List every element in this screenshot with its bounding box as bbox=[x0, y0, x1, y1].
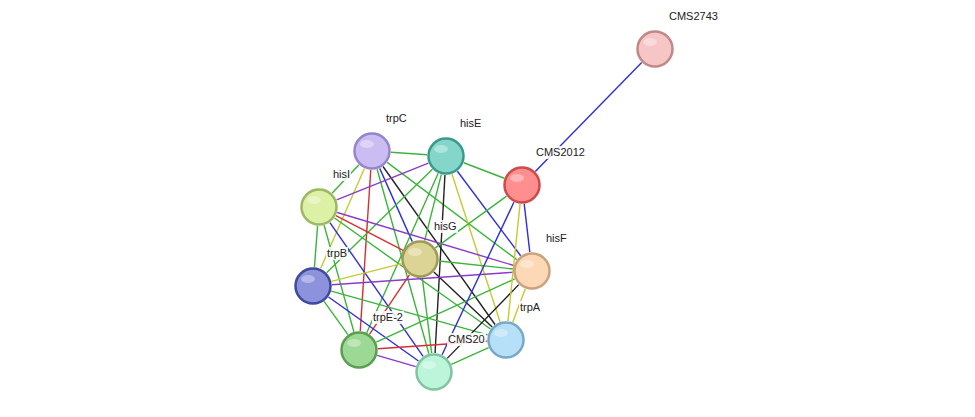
node-circle bbox=[513, 252, 551, 290]
node-label: hisI bbox=[332, 168, 351, 181]
node-label: hisG bbox=[433, 220, 458, 233]
protein-node: trpA bbox=[487, 321, 525, 359]
node-circle bbox=[401, 240, 439, 278]
node-highlight bbox=[307, 196, 321, 204]
node-disc bbox=[342, 333, 377, 368]
protein-node: trpB bbox=[294, 267, 332, 305]
interaction-line bbox=[464, 163, 504, 178]
interaction-line bbox=[330, 223, 423, 357]
node-label: CMS2012 bbox=[535, 146, 586, 159]
interaction-line bbox=[377, 355, 416, 366]
node-highlight bbox=[360, 140, 374, 148]
interaction-line bbox=[439, 261, 513, 269]
node-disc bbox=[296, 269, 331, 304]
node-label: trpE-2 bbox=[372, 311, 404, 324]
interaction-line bbox=[524, 204, 530, 252]
interaction-line bbox=[370, 275, 410, 334]
node-highlight bbox=[520, 260, 534, 268]
node-label: trpA bbox=[519, 301, 541, 314]
protein-node: hisG bbox=[401, 240, 439, 278]
interaction-line bbox=[391, 152, 427, 154]
protein-node: hisE bbox=[427, 137, 465, 175]
node-circle bbox=[427, 137, 465, 175]
interaction-line bbox=[367, 173, 438, 332]
node-disc bbox=[638, 32, 673, 67]
node-highlight bbox=[347, 339, 361, 347]
node-disc bbox=[417, 355, 452, 390]
protein-node: hisF bbox=[513, 252, 551, 290]
node-highlight bbox=[494, 329, 508, 337]
node-circle bbox=[636, 30, 674, 68]
protein-node: trpE-2 bbox=[340, 331, 378, 369]
interaction-line bbox=[331, 264, 401, 282]
node-disc bbox=[302, 190, 337, 225]
node-circle bbox=[503, 166, 541, 204]
node-highlight bbox=[643, 38, 657, 46]
node-highlight bbox=[408, 248, 422, 256]
node-label: hisE bbox=[459, 117, 482, 130]
node-circle bbox=[487, 321, 525, 359]
node-circle bbox=[294, 267, 332, 305]
node-disc bbox=[489, 323, 524, 358]
node-highlight bbox=[434, 145, 448, 153]
protein-node: trpC bbox=[353, 132, 391, 170]
node-circle bbox=[415, 353, 453, 391]
interaction-line bbox=[434, 272, 492, 327]
node-disc bbox=[403, 242, 438, 277]
node-label: hisF bbox=[545, 232, 568, 245]
protein-node: CMS2012 bbox=[503, 166, 541, 204]
interaction-line bbox=[451, 348, 488, 365]
node-disc bbox=[515, 254, 550, 289]
node-highlight bbox=[422, 361, 436, 369]
node-highlight bbox=[301, 275, 315, 283]
node-disc bbox=[355, 134, 390, 169]
interaction-line bbox=[360, 170, 371, 331]
protein-node: hisI bbox=[300, 188, 338, 226]
protein-node: CMS2743 bbox=[636, 30, 674, 68]
interaction-line bbox=[314, 226, 317, 267]
node-circle bbox=[300, 188, 338, 226]
interaction-line bbox=[331, 291, 487, 335]
interaction-line bbox=[535, 63, 641, 172]
node-circle bbox=[340, 331, 378, 369]
interaction-line bbox=[422, 278, 431, 353]
node-disc bbox=[505, 168, 540, 203]
node-label: trpB bbox=[326, 247, 348, 260]
node-label: trpC bbox=[385, 112, 408, 125]
node-circle bbox=[353, 132, 391, 170]
interaction-line bbox=[334, 218, 490, 329]
node-label: CMS20 bbox=[447, 333, 486, 346]
node-disc bbox=[429, 139, 464, 174]
protein-node: CMS20 bbox=[415, 353, 453, 391]
node-label: CMS2743 bbox=[668, 10, 719, 23]
interaction-line bbox=[324, 301, 348, 334]
node-highlight bbox=[510, 174, 524, 182]
